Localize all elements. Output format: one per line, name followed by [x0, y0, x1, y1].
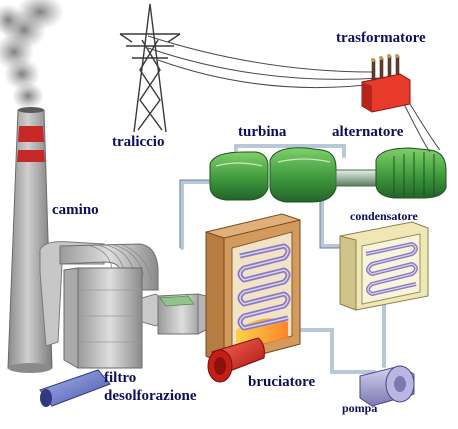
condenser: [339, 221, 429, 311]
boiler-to-filter-duct: [141, 293, 215, 335]
desulfurization-filter: [63, 267, 143, 369]
chimney-label: camino: [52, 202, 99, 218]
smoke-plume: [0, 0, 64, 110]
pump-label: pompa: [342, 401, 378, 415]
turbine: [209, 147, 337, 203]
filter-inlet-duct: [39, 369, 111, 407]
condenser-label: condensatore: [350, 209, 418, 223]
alternator: [375, 147, 447, 199]
turbine-label: turbina: [238, 124, 287, 140]
filter-label-line1: filtro: [104, 370, 137, 386]
power-lines: [147, 35, 441, 153]
burner: [207, 337, 265, 383]
pylon: [119, 3, 181, 133]
chimney: [7, 107, 53, 373]
shaft: [335, 169, 379, 187]
steam-pipes: [180, 144, 386, 374]
alternator-label: alternatore: [332, 124, 404, 140]
pylon-label: traliccio: [112, 134, 165, 150]
burner-label: bruciatore: [248, 374, 316, 390]
pump: [359, 365, 415, 407]
filter-label-line2: desolforazione: [104, 388, 197, 404]
transformer: [361, 54, 411, 113]
transformer-label: trasformatore: [336, 30, 426, 46]
boiler: [205, 213, 301, 365]
